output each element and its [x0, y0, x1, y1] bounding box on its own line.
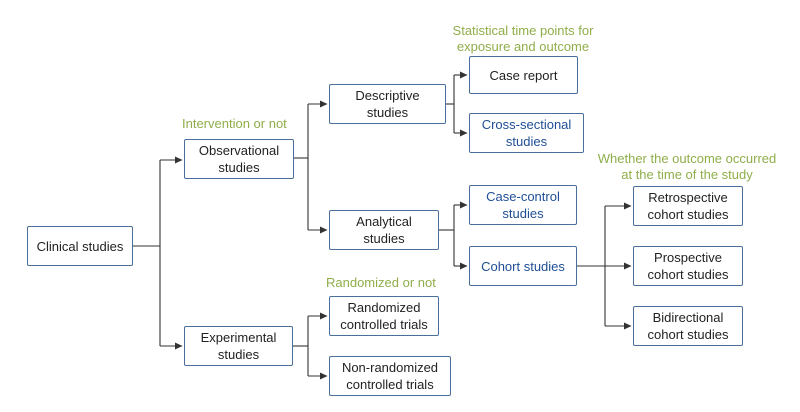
node-text: studies [505, 134, 548, 149]
label-statistical-time-points: Statistical time points for exposure and… [443, 23, 603, 55]
node-observational-studies: Observational studies [184, 139, 294, 179]
node-text: Cross-sectional [481, 117, 572, 132]
node-text: Randomized [347, 300, 421, 315]
node-text: Retrospective [648, 190, 728, 205]
label-intervention-or-not: Intervention or not [182, 116, 287, 132]
node-analytical-studies: Analytical studies [329, 210, 439, 250]
node-descriptive-studies: Descriptive studies [329, 84, 446, 124]
node-bidirectional-cohort-studies: Bidirectional cohort studies [633, 306, 743, 346]
label-text: Statistical time points for [452, 23, 594, 38]
node-text: studies [218, 160, 260, 175]
node-text: controlled trials [346, 377, 434, 392]
label-outcome-occurred: Whether the outcome occurred at the time… [592, 151, 782, 183]
node-text: Observational [198, 143, 280, 158]
node-text: Case report [489, 67, 558, 83]
node-non-randomized-controlled-trials: Non-randomized controlled trials [329, 356, 451, 396]
node-text: Case-control [486, 189, 560, 204]
node-text: Clinical studies [36, 238, 124, 254]
node-text: cohort studies [647, 267, 729, 282]
label-text: at the time of the study [621, 167, 753, 182]
node-text: controlled trials [340, 317, 428, 332]
node-cross-sectional-studies: Cross-sectional studies [469, 113, 584, 153]
node-experimental-studies: Experimental studies [184, 326, 293, 366]
node-text: Bidirectional [652, 310, 724, 325]
label-text: Whether the outcome occurred [597, 151, 777, 166]
node-text: Cohort studies [481, 258, 565, 274]
node-text: Prospective [654, 250, 722, 265]
node-prospective-cohort-studies: Prospective cohort studies [633, 246, 743, 286]
node-text: cohort studies [647, 207, 729, 222]
node-clinical-studies: Clinical studies [27, 226, 133, 266]
node-case-report: Case report [469, 56, 578, 94]
label-text: Randomized or not [326, 275, 436, 290]
node-case-control-studies: Case-control studies [469, 185, 577, 225]
label-randomized-or-not: Randomized or not [326, 275, 436, 291]
node-text: Analytical [356, 214, 412, 229]
node-text: Descriptive [355, 88, 420, 103]
node-text: studies [217, 347, 260, 362]
node-cohort-studies: Cohort studies [469, 246, 577, 286]
node-text: Experimental [200, 330, 277, 345]
node-text: cohort studies [647, 327, 729, 342]
node-randomized-controlled-trials: Randomized controlled trials [329, 296, 439, 336]
label-text: exposure and outcome [456, 39, 590, 54]
node-retrospective-cohort-studies: Retrospective cohort studies [633, 186, 743, 226]
node-text: Non-randomized [341, 360, 439, 375]
node-text: studies [363, 231, 405, 246]
node-text: studies [502, 206, 544, 221]
label-text: Intervention or not [182, 116, 287, 131]
node-text: studies [366, 105, 409, 120]
